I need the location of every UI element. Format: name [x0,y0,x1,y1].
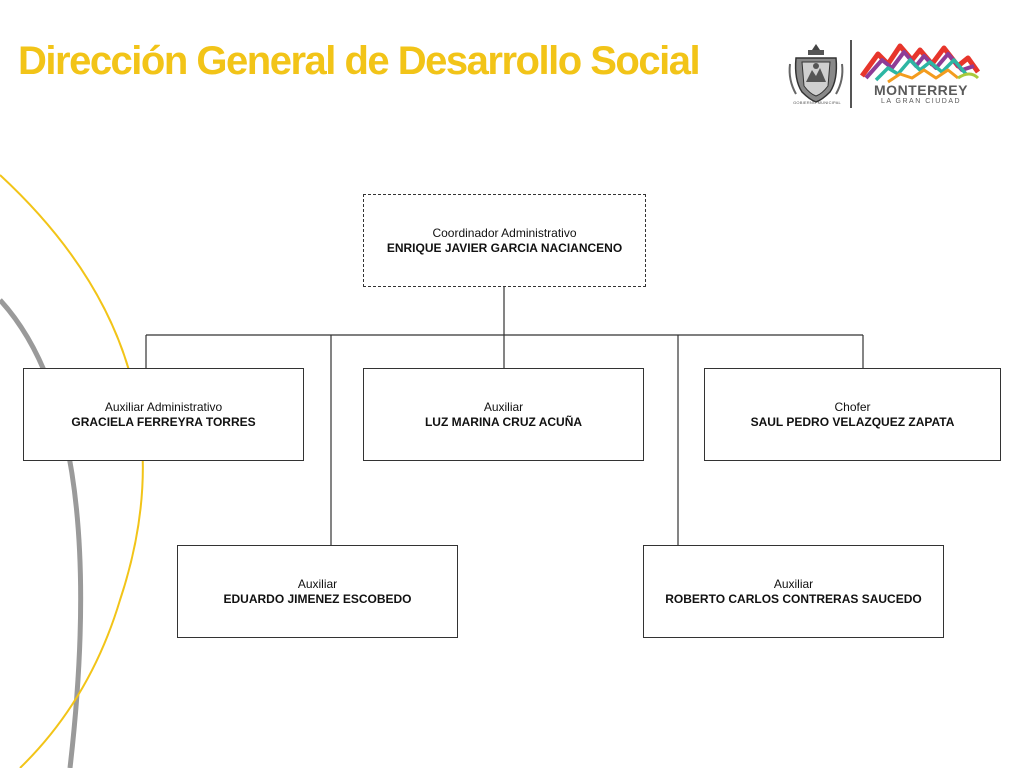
node-role: Auxiliar [297,576,338,591]
gray-arc [0,298,84,768]
node-person: LUZ MARINA CRUZ ACUÑA [424,414,583,429]
seal-caption: GOBIERNO MUNICIPAL [793,100,841,105]
node-role: Coordinador Administrativo [432,225,577,240]
monterrey-mountains-logo-icon [859,43,980,84]
node-role: Auxiliar Administrativo [104,399,223,414]
logo-divider [850,40,852,108]
org-node-chofer: Chofer SAUL PEDRO VELAZQUEZ ZAPATA [704,368,1001,461]
node-person: GRACIELA FERREYRA TORRES [71,414,256,429]
yellow-arc [0,174,144,768]
node-person: SAUL PEDRO VELAZQUEZ ZAPATA [750,414,955,429]
monterrey-coat-of-arms-icon [788,44,844,103]
org-node-coordinator: Coordinador Administrativo ENRIQUE JAVIE… [363,194,646,287]
org-node-auxiliar-luz: Auxiliar LUZ MARINA CRUZ ACUÑA [363,368,644,461]
brand-tagline: LA GRAN CIUDAD [880,98,962,105]
node-role: Chofer [834,399,871,414]
node-person: ROBERTO CARLOS CONTRERAS SAUCEDO [665,591,922,606]
org-node-auxiliar-eduardo: Auxiliar EDUARDO JIMENEZ ESCOBEDO [177,545,458,638]
org-node-auxiliar-roberto: Auxiliar ROBERTO CARLOS CONTRERAS SAUCED… [643,545,944,638]
org-node-auxiliar-administrativo: Auxiliar Administrativo GRACIELA FERREYR… [23,368,304,461]
node-role: Auxiliar [483,399,524,414]
page-title: Dirección General de Desarrollo Social [18,39,701,83]
node-person: EDUARDO JIMENEZ ESCOBEDO [223,591,412,606]
logos-group: GOBIERNO MUNICIPAL MONTERREY LA GRAN CIU… [786,38,986,110]
brand-name: MONTERREY [874,82,968,98]
node-person: ENRIQUE JAVIER GARCIA NACIANCENO [386,240,623,255]
node-role: Auxiliar [773,576,814,591]
